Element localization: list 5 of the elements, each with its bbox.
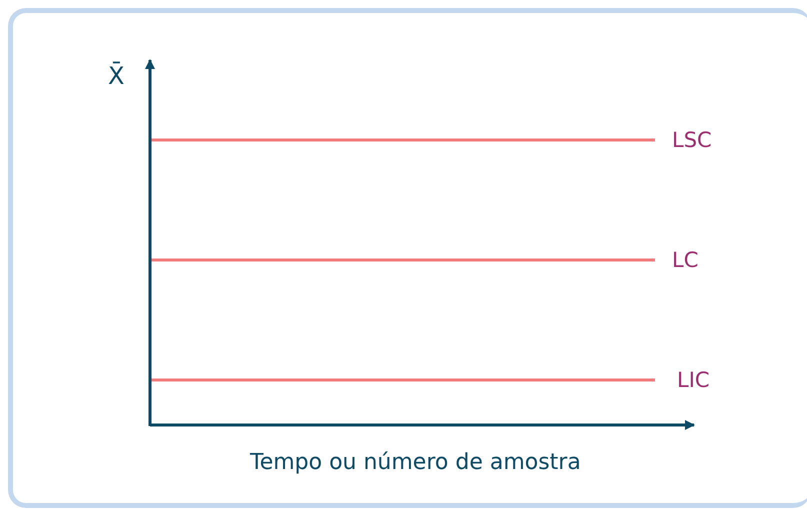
- axis-label: X̄: [108, 64, 124, 88]
- axis-label: Tempo ou número de amostra: [250, 452, 581, 474]
- limit-label: LC: [672, 250, 698, 271]
- limit-label: LSC: [672, 130, 712, 151]
- limit-label: LIC: [677, 370, 710, 391]
